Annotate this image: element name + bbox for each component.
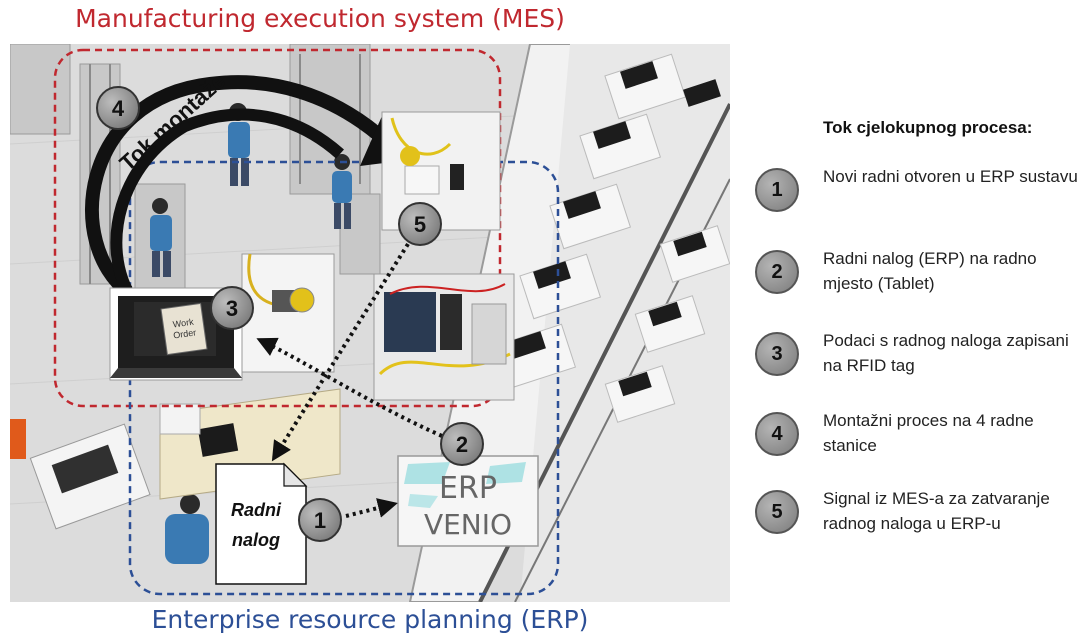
svg-text:4: 4 — [112, 96, 125, 121]
erp-title: Enterprise resource planning (ERP) — [151, 605, 589, 634]
step-number-badge: 3 — [755, 332, 799, 376]
legend-step-5: 5 Signal iz MES-a za zatvaranje radnog n… — [755, 486, 1085, 576]
erp-logo-line2: VENIO — [424, 508, 512, 541]
legend-title: Tok cjelokupnog procesa: — [823, 118, 1033, 137]
step-text: Radni nalog (ERP) na radno mjesto (Table… — [823, 249, 1037, 293]
office-monitors — [508, 61, 721, 397]
document-label-line2: nalog — [232, 530, 280, 550]
factory-scene: Work Order — [10, 44, 730, 602]
step-number-badge: 2 — [755, 250, 799, 294]
erp-logo-line1: ERP — [439, 471, 497, 506]
svg-text:3: 3 — [226, 296, 238, 321]
step-number-badge: 1 — [755, 168, 799, 212]
badge-1: 1 — [298, 498, 342, 542]
svg-text:1: 1 — [314, 508, 326, 533]
plc-photo — [373, 273, 515, 401]
mes-title: Manufacturing execution system (MES) — [75, 4, 565, 33]
legend-step-2: 2 Radni nalog (ERP) na radno mjesto (Tab… — [755, 246, 1085, 306]
assembly-flow-arrow — [84, 75, 385, 298]
erp-venio-logo: ERP VENIO — [397, 455, 539, 547]
badge-4: 4 — [96, 86, 140, 130]
svg-text:5: 5 — [414, 212, 426, 237]
step-text: Signal iz MES-a za zatvaranje radnog nal… — [823, 489, 1050, 533]
legend-step-3: 3 Podaci s radnog naloga zapisani na RFI… — [755, 328, 1085, 388]
office-desk — [159, 388, 341, 500]
step-text: Novi radni otvoren u ERP sustavu — [823, 167, 1078, 186]
badge-2: 2 — [440, 422, 484, 466]
tablet-photo: Work Order — [109, 287, 243, 381]
step-number-badge: 5 — [755, 490, 799, 534]
work-order-document: Radni nalog — [215, 462, 308, 585]
step-number-badge: 4 — [755, 412, 799, 456]
legend-step-1: 1 Novi radni otvoren u ERP sustavu — [755, 164, 1085, 224]
badge-3: 3 — [210, 286, 254, 330]
arrow-5-to-document — [271, 242, 410, 462]
station-photo — [381, 111, 501, 231]
step-text: Montažni proces na 4 radne stanice — [823, 411, 1034, 455]
rfid-photo — [241, 253, 335, 373]
svg-text:2: 2 — [456, 432, 468, 457]
badge-5: 5 — [398, 202, 442, 246]
document-label-line1: Radni — [231, 500, 282, 520]
legend-step-4: 4 Montažni proces na 4 radne stanice — [755, 408, 1085, 468]
work-order-line1: Work — [172, 317, 195, 330]
erp-boundary — [128, 160, 560, 596]
work-order-line2: Order — [173, 327, 197, 340]
step-text: Podaci s radnog naloga zapisani na RFID … — [823, 331, 1069, 375]
arrow-2-to-tablet — [256, 337, 443, 438]
arrow-1-to-erp — [345, 498, 398, 518]
